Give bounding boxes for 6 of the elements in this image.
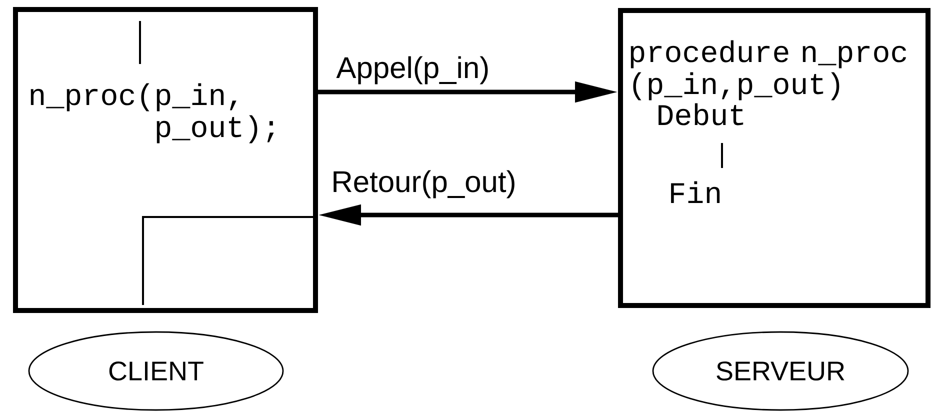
edge-label: Retour(p_out) bbox=[334, 170, 514, 198]
code-text: procedure n_proc (p_in,p_out) bbox=[630, 40, 906, 100]
code-text: n_proc(p_in, p_out); bbox=[30, 83, 274, 144]
code-text: Fin bbox=[671, 181, 720, 203]
code-text: Debut bbox=[658, 103, 744, 126]
edge-label: Appel(p_in) bbox=[336, 56, 488, 84]
